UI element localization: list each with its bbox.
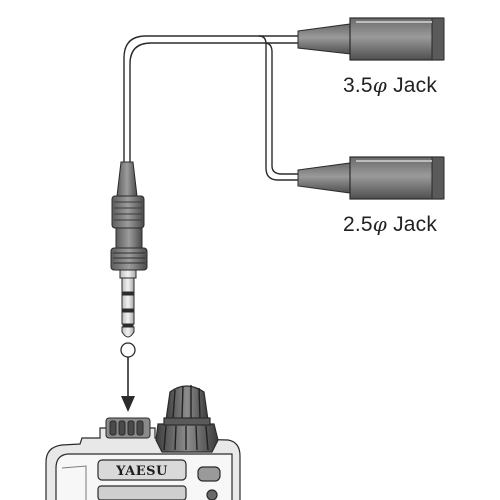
jack-25-size: 2.5 [343, 213, 373, 236]
jack-25-connector [297, 156, 445, 200]
jack-35-connector [297, 17, 445, 61]
jack-35-label: 3.5φ Jack [343, 73, 437, 98]
jack-35-name: Jack [393, 74, 438, 97]
radio-knob [155, 385, 219, 453]
cable [123, 35, 298, 181]
jack-35-size: 3.5 [343, 74, 373, 97]
jack-25-name: Jack [393, 213, 438, 236]
radio-brand-label: YAESU [115, 464, 168, 479]
radio-jack-port [105, 417, 151, 439]
phi-symbol-icon: φ [372, 212, 388, 236]
insertion-arrow-icon [120, 342, 136, 412]
phi-symbol-icon: φ [372, 73, 388, 97]
jack-25-label: 2.5φ Jack [343, 212, 437, 237]
plug-connector [110, 161, 148, 338]
